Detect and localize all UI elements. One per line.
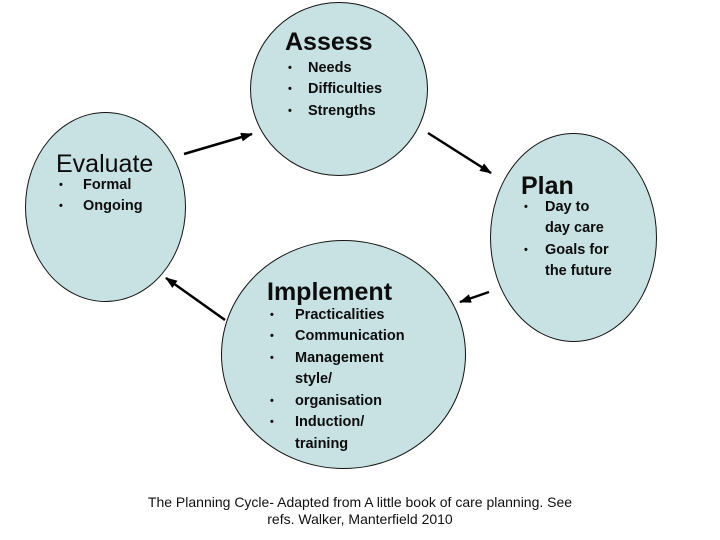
- bullet-marker: •: [270, 416, 274, 428]
- bullet-text: Needs: [308, 59, 352, 76]
- bullet-item: • Practicalities: [267, 305, 405, 327]
- bullet-text: Communication: [295, 328, 405, 344]
- bullet-text: Ongoing: [83, 198, 143, 214]
- bullet-marker: •: [270, 351, 274, 364]
- bullet-text: Day to day care: [545, 198, 604, 237]
- bullet-item: • Day to day care: [521, 197, 612, 240]
- caption-text: The Planning Cycle- Adapted from A littl…: [147, 494, 573, 527]
- arrow-assess-to-plan: [427, 131, 492, 175]
- bullet-item: • Induction/ training: [267, 412, 405, 455]
- node-assess: Assess • Needs • Difficulties • Strength…: [285, 28, 382, 122]
- node-plan-ellipse: [490, 133, 657, 342]
- bullet-text: Management style/: [295, 349, 384, 388]
- arrow-evaluate-to-assess: [183, 132, 253, 156]
- bullet-marker: •: [524, 243, 528, 256]
- node-evaluate: Evaluate • Formal • Ongoing: [56, 150, 153, 218]
- node-implement-ellipse: [221, 240, 466, 469]
- bullet-item: • Communication: [267, 326, 405, 348]
- bullet-marker: •: [270, 330, 274, 342]
- bullet-marker: •: [59, 200, 63, 212]
- node-assess-bullets: • Needs • Difficulties • Strengths: [285, 58, 382, 123]
- bullet-text: Practicalities: [295, 306, 385, 323]
- arrow-plan-to-implement: [459, 290, 490, 304]
- node-evaluate-title: Evaluate: [56, 150, 154, 178]
- bullet-text: Formal: [83, 176, 132, 193]
- bullet-marker: •: [288, 104, 292, 117]
- bullet-text: Goals for the future: [545, 241, 612, 280]
- bullet-item: • Needs: [285, 58, 382, 80]
- bullet-text: Strengths: [308, 102, 376, 119]
- bullet-marker: •: [270, 394, 274, 407]
- arrow-implement-to-evaluate: [165, 276, 226, 322]
- bullet-marker: •: [524, 200, 528, 213]
- node-evaluate-ellipse: [25, 112, 186, 302]
- node-plan-title: Plan: [521, 172, 574, 200]
- node-plan-bullets: • Day to day care • Goals for the future: [521, 197, 612, 283]
- node-assess-ellipse: [250, 2, 428, 176]
- bullet-item: • Ongoing: [56, 196, 153, 218]
- node-assess-title: Assess: [285, 28, 373, 56]
- bullet-text: Difficulties: [308, 81, 383, 97]
- node-implement: Implement • Practicalities • Communicati…: [267, 278, 405, 455]
- bullet-text: organisation: [295, 392, 383, 409]
- bullet-item: • organisation: [267, 391, 405, 413]
- bullet-marker: •: [288, 61, 292, 74]
- bullet-item: • Management style/: [267, 348, 405, 391]
- bullet-marker: •: [59, 178, 63, 191]
- bullet-item: • Strengths: [285, 101, 382, 123]
- bullet-text: Induction/ training: [295, 414, 365, 452]
- bullet-marker: •: [288, 83, 292, 95]
- node-implement-bullets: • Practicalities • Communication • Manag…: [267, 305, 405, 456]
- bullet-item: • Formal: [56, 175, 153, 197]
- node-plan: Plan • Day to day care • Goals for the f…: [521, 172, 612, 283]
- bullet-marker: •: [270, 308, 274, 321]
- bullet-item: • Goals for the future: [521, 240, 612, 283]
- node-evaluate-bullets: • Formal • Ongoing: [56, 175, 153, 218]
- node-implement-title: Implement: [267, 278, 393, 306]
- bullet-item: • Difficulties: [285, 79, 382, 101]
